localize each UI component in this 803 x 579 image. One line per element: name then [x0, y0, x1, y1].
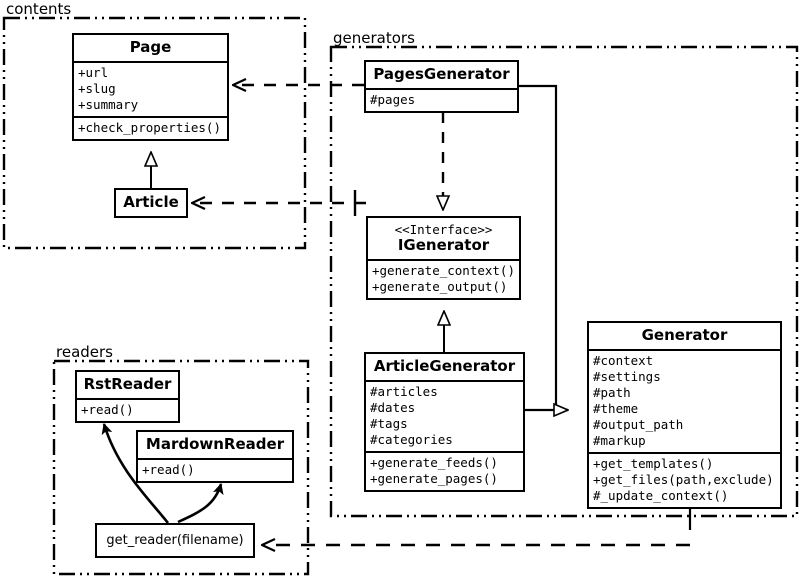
- operation-item: +generate_context(): [372, 263, 515, 278]
- package-label-contents: contents: [4, 0, 74, 18]
- function-box-get-reader[interactable]: get_reader(filename): [95, 523, 255, 558]
- class-name-igenerator: <<Interface>> IGenerator: [368, 218, 519, 259]
- class-name-page: Page: [129, 38, 172, 56]
- class-name-mardownreader: MardownReader: [145, 435, 285, 453]
- class-box-pagesgenerator[interactable]: PagesGenerator #pages: [364, 60, 519, 113]
- class-box-articlegenerator[interactable]: ArticleGenerator #articles #dates #tags …: [364, 352, 525, 492]
- attribute-item: #dates: [370, 400, 416, 415]
- class-operations-articlegenerator: +generate_feeds() +generate_pages(): [366, 451, 523, 490]
- package-label-generators: generators: [331, 29, 417, 47]
- class-stereotype-igenerator: <<Interface>>: [394, 222, 493, 237]
- class-name-rstreader: RstReader: [83, 375, 172, 393]
- attribute-item: #pages: [370, 92, 416, 107]
- attribute-item: #categories: [370, 432, 453, 447]
- class-box-page[interactable]: Page +url +slug +summary +check_properti…: [72, 33, 229, 141]
- class-attributes-generator: #context #settings #path #theme #output_…: [589, 349, 780, 452]
- operation-item: +get_files(path,exclude): [593, 472, 774, 487]
- attribute-item: +url: [78, 65, 109, 80]
- operation-item: +generate_feeds(): [370, 455, 498, 470]
- attribute-item: #context: [593, 353, 654, 368]
- class-box-article[interactable]: Article: [114, 188, 188, 218]
- class-name-article: Article: [123, 193, 179, 211]
- operation-item: +read(): [142, 462, 195, 477]
- operation-item: +generate_output(): [372, 279, 508, 294]
- class-box-rstreader[interactable]: RstReader +read(): [75, 370, 180, 423]
- function-label-get-reader: get_reader(filename): [106, 533, 244, 548]
- attribute-item: #path: [593, 385, 631, 400]
- attribute-item: #theme: [593, 401, 639, 416]
- class-operations-page: +check_properties(): [74, 116, 227, 139]
- operation-item: #_update_context(): [593, 488, 729, 503]
- class-operations-mardownreader: +read(): [138, 458, 292, 481]
- operation-item: +check_properties(): [78, 120, 221, 135]
- attribute-item: #articles: [370, 384, 438, 399]
- class-attributes-pagesgenerator: #pages: [366, 88, 517, 111]
- class-attributes-page: +url +slug +summary: [74, 61, 227, 116]
- class-name-articlegenerator: ArticleGenerator: [373, 357, 516, 375]
- class-box-mardownreader[interactable]: MardownReader +read(): [136, 430, 294, 483]
- operation-item: +generate_pages(): [370, 471, 498, 486]
- package-label-readers: readers: [54, 343, 115, 361]
- attribute-item: +slug: [78, 81, 116, 96]
- class-operations-rstreader: +read(): [77, 398, 178, 421]
- attribute-item: #settings: [593, 369, 661, 384]
- class-operations-igenerator: +generate_context() +generate_output(): [368, 259, 519, 298]
- attribute-item: #tags: [370, 416, 408, 431]
- operation-item: +get_templates(): [593, 456, 714, 471]
- class-box-igenerator[interactable]: <<Interface>> IGenerator +generate_conte…: [366, 216, 521, 300]
- class-attributes-articlegenerator: #articles #dates #tags #categories: [366, 380, 523, 451]
- class-operations-generator: +get_templates() +get_files(path,exclude…: [589, 452, 780, 507]
- attribute-item: #output_path: [593, 417, 684, 432]
- class-name-text: IGenerator: [397, 236, 490, 254]
- attribute-item: #markup: [593, 433, 646, 448]
- class-box-generator[interactable]: Generator #context #settings #path #them…: [587, 321, 782, 509]
- attribute-item: +summary: [78, 97, 139, 112]
- operation-item: +read(): [81, 402, 134, 417]
- class-name-pagesgenerator: PagesGenerator: [373, 65, 510, 83]
- class-name-generator: Generator: [641, 326, 728, 344]
